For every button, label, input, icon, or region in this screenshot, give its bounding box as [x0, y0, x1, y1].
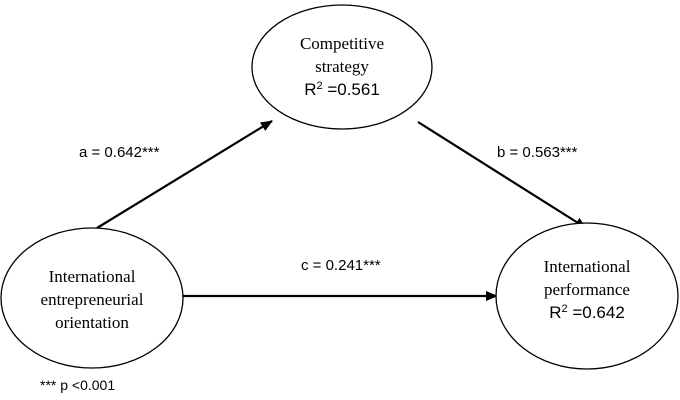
node-international-eo: International entrepreneurial orientatio… [0, 227, 184, 369]
node-competitive-strategy-line-1: Competitive [300, 34, 384, 53]
path-a-label: a = 0.642*** [79, 144, 160, 161]
r2-superscript: 2 [316, 80, 322, 92]
node-international-performance: International performance R2 =0.642 [495, 222, 679, 370]
node-international-eo-line-1: International [49, 267, 136, 286]
node-international-performance-ellipse [495, 222, 679, 370]
path-c-label: c = 0.241*** [301, 257, 381, 274]
significance-footnote: *** p <0.001 [40, 377, 115, 393]
path-b-label: b = 0.563*** [497, 144, 578, 161]
node-competitive-strategy-ellipse [251, 4, 433, 130]
r2-value: =0.561 [323, 80, 380, 99]
node-competitive-strategy: Competitive strategy R2 =0.561 [251, 4, 433, 130]
node-competitive-strategy-line-2: strategy [315, 57, 369, 76]
r2-label: R [549, 303, 561, 322]
node-international-eo-line-3: orientation [55, 313, 129, 332]
node-international-eo-line-2: entrepreneurial [41, 290, 144, 309]
path-b-arrow [417, 121, 587, 229]
node-international-performance-r2: R2 =0.642 [549, 303, 625, 322]
node-international-performance-line-2: performance [544, 280, 630, 299]
node-competitive-strategy-r2: R2 =0.561 [304, 80, 380, 99]
r2-label: R [304, 80, 316, 99]
path-a-arrow [96, 120, 273, 229]
node-international-eo-ellipse [0, 227, 184, 369]
r2-superscript: 2 [561, 303, 567, 315]
r2-value: =0.642 [568, 303, 625, 322]
node-international-performance-line-1: International [544, 257, 631, 276]
